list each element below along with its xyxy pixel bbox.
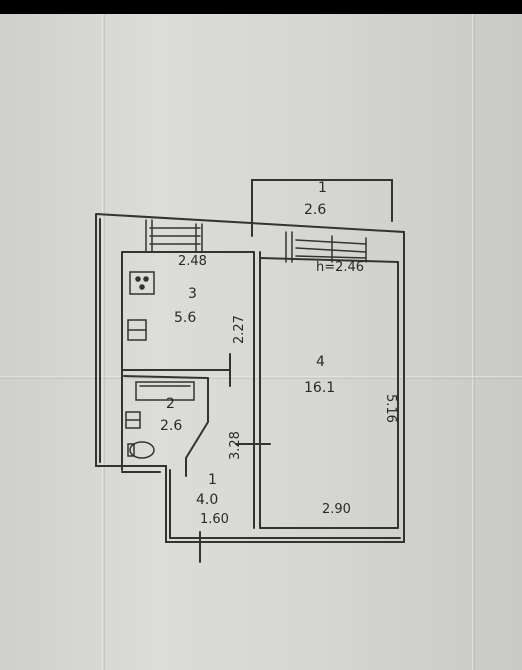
hall-length-dimension: 3.28 — [228, 431, 243, 460]
hall-number: 1 — [208, 472, 217, 488]
living-number: 4 — [316, 354, 325, 370]
kitchen-number: 3 — [188, 286, 197, 302]
living-area: 16.1 — [304, 380, 336, 396]
bathtub-icon — [135, 381, 195, 401]
paper-fold — [102, 14, 105, 670]
kitchen-area: 5.6 — [174, 310, 197, 326]
kitchen-width-dimension: 2.48 — [178, 254, 207, 269]
toilet-icon — [129, 441, 155, 459]
bathroom-number: 2 — [166, 396, 175, 412]
living-width-dimension: 2.90 — [322, 502, 351, 517]
hall-width-dimension: 1.60 — [200, 512, 229, 527]
balcony-number: 1 — [318, 180, 327, 196]
kitchen-depth-dimension: 2.27 — [232, 315, 247, 344]
balcony-outline — [251, 179, 393, 237]
bathroom-area: 2.6 — [160, 418, 183, 434]
balcony-area: 2.6 — [304, 202, 327, 218]
stove-icon — [129, 271, 155, 295]
paper-sheet: 1 2.6 2.48 h=2.46 3 5.6 2.27 4 16.1 5.16… — [0, 14, 522, 670]
floor-plan-drawing — [95, 179, 405, 563]
living-length-dimension: 5.16 — [383, 394, 398, 423]
ceiling-height-label: h=2.46 — [316, 260, 365, 275]
outer-wall — [95, 213, 405, 543]
paper-fold — [472, 14, 475, 670]
hall-area: 4.0 — [196, 492, 219, 508]
